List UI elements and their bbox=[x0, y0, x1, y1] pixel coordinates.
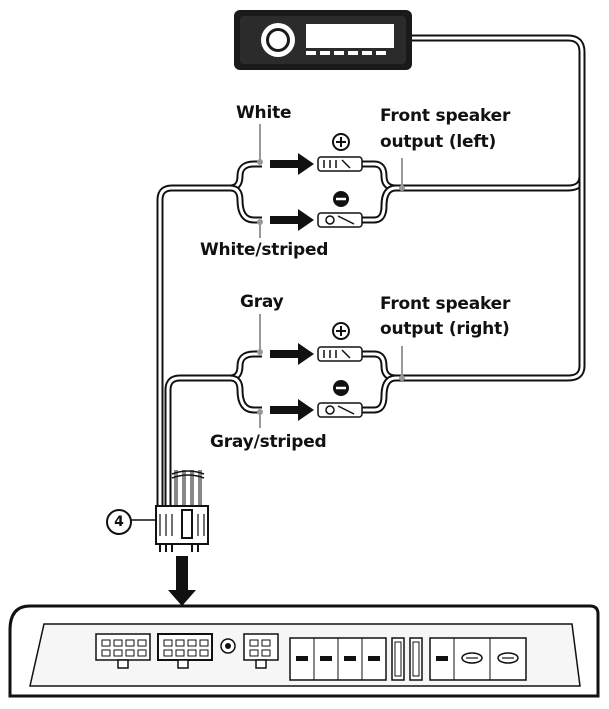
label-front-right-line2: output (right) bbox=[380, 319, 510, 339]
connector-callout-number: 4 bbox=[106, 509, 132, 535]
plus-terminal-icon bbox=[332, 133, 350, 340]
label-gray: Gray bbox=[240, 292, 284, 312]
harness-connector bbox=[128, 470, 209, 552]
label-white: White bbox=[236, 103, 292, 123]
label-front-left-line2: output (left) bbox=[380, 132, 497, 152]
head-unit bbox=[234, 10, 412, 70]
label-gray-striped: Gray/striped bbox=[210, 432, 327, 452]
head-unit-output-cable bbox=[406, 34, 586, 382]
amplifier-input-cable bbox=[156, 184, 230, 505]
label-white-striped: White/striped bbox=[200, 240, 329, 260]
label-front-left-line1: Front speaker bbox=[380, 106, 511, 126]
label-front-right-line1: Front speaker bbox=[380, 294, 511, 314]
arrow-down-icon bbox=[168, 556, 196, 606]
speaker-terminals bbox=[317, 156, 363, 418]
arrow-right-icon bbox=[270, 153, 314, 421]
leader-lines bbox=[257, 124, 405, 428]
minus-terminal-icon bbox=[333, 191, 349, 396]
left-channel-branch bbox=[229, 160, 406, 224]
right-channel-branch bbox=[229, 350, 406, 414]
amplifier bbox=[8, 604, 600, 698]
